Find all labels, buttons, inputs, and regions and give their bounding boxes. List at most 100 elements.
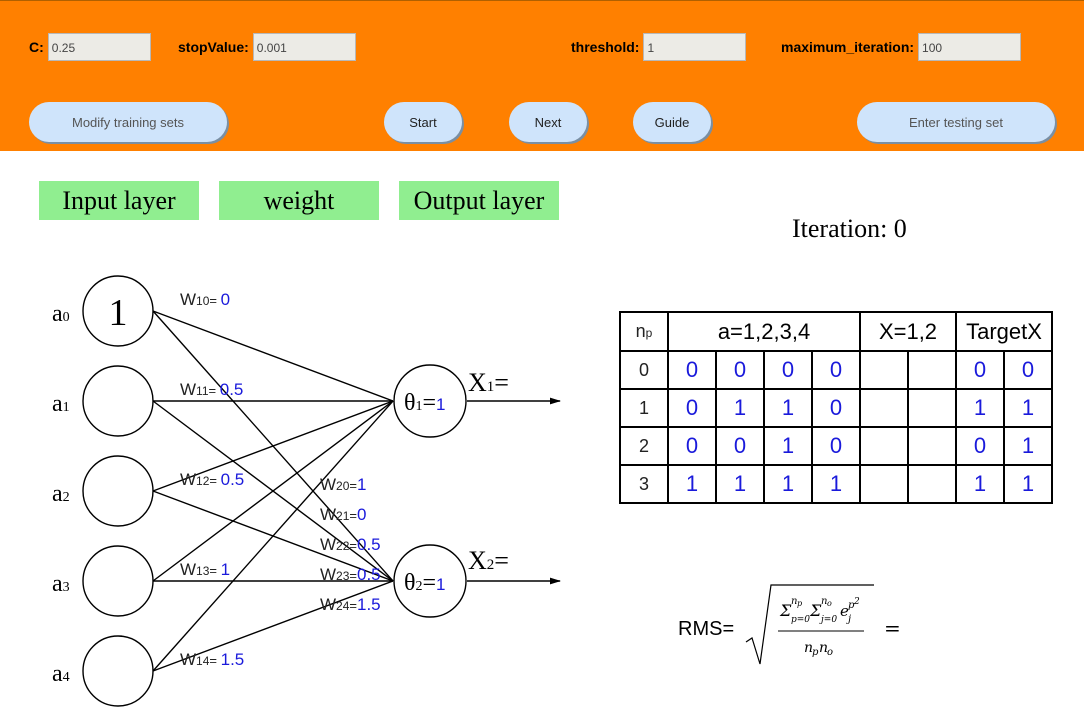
svg-text:Σ: Σ bbox=[809, 601, 822, 620]
header-x: X=1,2 bbox=[859, 311, 957, 352]
input-sub-a2: 2 bbox=[63, 490, 70, 505]
svg-text:j: j bbox=[846, 614, 851, 625]
iteration-counter: Iteration: 0 bbox=[792, 214, 907, 243]
weight-w21-value: 0 bbox=[357, 505, 366, 524]
cell-a: 0 bbox=[811, 388, 861, 428]
c-label: C: bbox=[29, 39, 44, 55]
input-node-a0: 1 a0 bbox=[52, 275, 154, 347]
cell-x bbox=[907, 388, 957, 428]
output-x1-label: X1= bbox=[468, 368, 509, 397]
output-layer-label: Output layer bbox=[399, 181, 559, 220]
input-label-a1: a bbox=[52, 391, 63, 417]
cell-target: 0 bbox=[955, 426, 1005, 466]
output-node-theta1: θ1=1 bbox=[393, 364, 467, 438]
row-index: 3 bbox=[619, 464, 669, 504]
svg-text:n: n bbox=[804, 640, 813, 656]
weight-w12-value: 0.5 bbox=[221, 470, 245, 489]
cell-x bbox=[859, 350, 909, 390]
rms-label: RMS= bbox=[678, 618, 735, 640]
connection-a1-theta2 bbox=[152, 400, 394, 582]
cell-target: 1 bbox=[1003, 464, 1053, 504]
cell-target: 1 bbox=[1003, 426, 1053, 466]
input-node-a1: a1 bbox=[52, 365, 154, 437]
input-sub-a1: 1 bbox=[63, 400, 70, 415]
cell-a: 1 bbox=[811, 464, 861, 504]
row-index: 1 bbox=[619, 388, 669, 428]
stop-value-label: stopValue: bbox=[178, 39, 249, 55]
input-label-a3: a bbox=[52, 571, 63, 597]
connection-a2-theta2 bbox=[152, 490, 394, 582]
input-sub-a4: 4 bbox=[63, 670, 70, 685]
next-button[interactable]: Next bbox=[509, 102, 587, 142]
weight-w11: W11= 0.5 bbox=[180, 380, 243, 399]
weight-w21: W21=0 bbox=[320, 505, 366, 524]
stop-value-input[interactable] bbox=[252, 33, 356, 61]
input-sub-a3: 3 bbox=[63, 580, 70, 595]
svg-text:Σ: Σ bbox=[779, 601, 792, 620]
param-threshold: threshold: bbox=[571, 32, 747, 62]
cell-a: 1 bbox=[763, 464, 813, 504]
input-node-a2: a2 bbox=[52, 455, 154, 527]
table-row: 0 0 0 0 0 0 0 bbox=[619, 350, 1053, 390]
weight-w13-value: 1 bbox=[221, 560, 230, 579]
param-max-iteration: maximum_iteration: bbox=[781, 32, 1022, 62]
row-index: 2 bbox=[619, 426, 669, 466]
weight-w12: W12= 0.5 bbox=[180, 470, 244, 489]
cell-target: 1 bbox=[955, 388, 1005, 428]
cell-target: 0 bbox=[955, 350, 1005, 390]
table-row: 3 1 1 1 1 1 1 bbox=[619, 464, 1053, 504]
connection-a0-theta2 bbox=[152, 310, 394, 582]
svg-text:p: p bbox=[797, 599, 802, 608]
guide-button[interactable]: Guide bbox=[633, 102, 711, 142]
header-np: np bbox=[619, 311, 669, 352]
svg-text:a1: a1 bbox=[52, 391, 70, 417]
cell-a: 0 bbox=[667, 388, 717, 428]
output-x2-label: X2= bbox=[468, 546, 509, 575]
cell-x bbox=[859, 426, 909, 466]
max-iteration-label: maximum_iteration: bbox=[781, 39, 915, 55]
weight-w23: W23=0.5 bbox=[320, 565, 381, 584]
c-input[interactable] bbox=[47, 33, 151, 61]
threshold-input[interactable] bbox=[643, 33, 747, 61]
modify-training-sets-button[interactable]: Modify training sets bbox=[29, 102, 227, 142]
svg-text:a0: a0 bbox=[52, 301, 70, 327]
start-button[interactable]: Start bbox=[384, 102, 462, 142]
threshold-label: threshold: bbox=[571, 39, 640, 55]
weight-w23-value: 0.5 bbox=[357, 565, 381, 584]
input-sub-a0: 0 bbox=[63, 310, 70, 325]
cell-a: 0 bbox=[715, 426, 765, 466]
param-stop-value: stopValue: bbox=[178, 32, 356, 62]
cell-x bbox=[907, 464, 957, 504]
weight-w20-value: 1 bbox=[357, 475, 366, 494]
svg-text:e: e bbox=[840, 602, 849, 620]
cell-a: 0 bbox=[811, 426, 861, 466]
weight-w11-value: 0.5 bbox=[220, 380, 244, 399]
input-label-a0: a bbox=[52, 301, 63, 327]
svg-text:o: o bbox=[827, 647, 833, 658]
weight-w22-value: 0.5 bbox=[357, 535, 381, 554]
network-diagram: 1 a0 a1 a2 a3 a4 W10= 0 W11= 0.5 W12= 0.… bbox=[52, 275, 562, 707]
svg-text:n: n bbox=[819, 640, 828, 656]
cell-target: 1 bbox=[1003, 388, 1053, 428]
table-header-row: np a=1,2,3,4 X=1,2 TargetX bbox=[619, 311, 1053, 352]
weight-w10: W10= 0 bbox=[180, 290, 230, 309]
output-node-theta2: θ2=1 bbox=[393, 544, 467, 618]
svg-text:a2: a2 bbox=[52, 481, 70, 507]
max-iteration-input[interactable] bbox=[918, 33, 1022, 61]
rms-equals: = bbox=[884, 616, 901, 640]
cell-x bbox=[859, 388, 909, 428]
cell-a: 0 bbox=[811, 350, 861, 390]
cell-a: 1 bbox=[667, 464, 717, 504]
theta2-value: 1 bbox=[436, 575, 445, 594]
cell-a: 0 bbox=[667, 426, 717, 466]
weight-w10-value: 0 bbox=[221, 290, 230, 309]
connection-a0-theta1 bbox=[152, 310, 394, 402]
svg-text:p: p bbox=[848, 600, 855, 611]
svg-text:a3: a3 bbox=[52, 571, 70, 597]
enter-testing-set-button[interactable]: Enter testing set bbox=[857, 102, 1055, 142]
svg-text:n: n bbox=[791, 596, 797, 607]
cell-a: 1 bbox=[715, 464, 765, 504]
weight-w20: W20=1 bbox=[320, 475, 366, 494]
